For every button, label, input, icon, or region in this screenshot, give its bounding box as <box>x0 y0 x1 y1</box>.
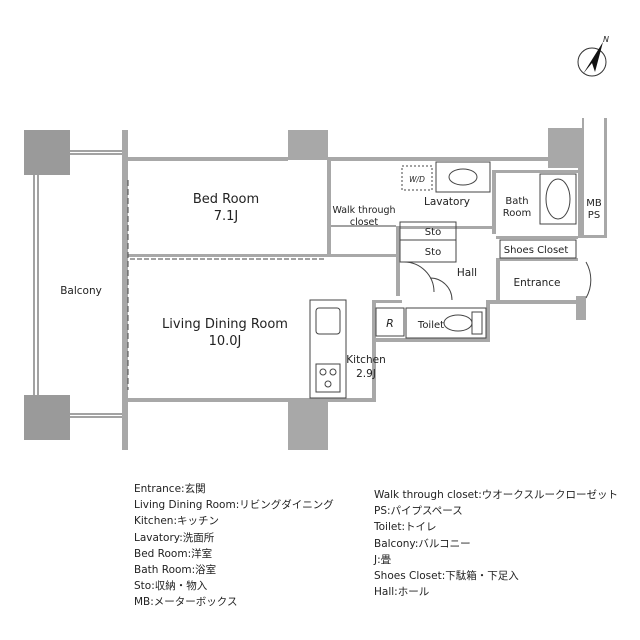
legend-right: Walk through closet:ウオークスルークローゼット PS:パイプ… <box>374 487 618 600</box>
bed-room-name: Bed Room <box>193 192 259 207</box>
legend-item: PS:パイプスペース <box>374 505 463 518</box>
wic-label-line1: Walk through <box>332 205 395 216</box>
balcony-column-top <box>24 130 70 175</box>
shoes-closet-label: Shoes Closet <box>504 245 569 256</box>
living-dining-name: Living Dining Room <box>162 317 288 332</box>
bed-room-size: 7.1J <box>214 209 239 224</box>
toilet-label: Toilet <box>417 320 444 331</box>
legend-item: Toilet:トイレ <box>374 521 437 534</box>
balcony-column-bottom <box>24 395 70 440</box>
column-bottom <box>288 398 328 450</box>
kitchen-top-wall <box>372 300 402 303</box>
kitchen-name: Kitchen <box>346 354 385 366</box>
legend-item: Hall:ホール <box>374 586 430 599</box>
wash-basin-counter <box>435 161 491 193</box>
kitchen-bottom-wall <box>328 398 376 402</box>
burner-1-icon <box>319 368 327 376</box>
burner-2-icon <box>329 368 337 376</box>
toilet-bowl-icon <box>443 314 473 332</box>
wd-box <box>401 165 433 191</box>
column-bottom-right <box>576 296 586 320</box>
sto-upper-label: Sto <box>425 227 441 238</box>
bath-room-label-line1: Bath <box>505 196 528 207</box>
toilet-right-wall <box>486 300 490 342</box>
compass-circle <box>577 47 607 77</box>
compass-north-label: N <box>603 35 609 44</box>
mbps-outline <box>582 118 584 238</box>
bathtub-outline <box>539 173 577 225</box>
balcony-area <box>24 130 126 440</box>
bath-top-wall <box>492 170 580 173</box>
room-labels: Bed Room 7.1J Walk through closet W/D La… <box>60 175 602 380</box>
kitchen-right-wall <box>372 302 376 402</box>
legend-item: Shoes Closet:下駄箱・下足入 <box>374 570 519 583</box>
bathtub-icon <box>545 178 571 220</box>
burner-3-icon <box>324 380 332 388</box>
bath-left-wall <box>492 170 496 234</box>
sto-lower-label: Sto <box>425 247 441 258</box>
balcony-label: Balcony <box>60 285 102 297</box>
legend-item: Bath Room:浴室 <box>134 564 217 577</box>
entrance-left-wall <box>496 258 500 302</box>
wic-lower-wall <box>330 254 400 257</box>
bath-room-label-line2: Room <box>503 208 531 219</box>
entrance-door-swing <box>585 261 592 299</box>
floor-plan: N <box>24 35 609 450</box>
lavatory-label: Lavatory <box>424 196 470 208</box>
facade-wall <box>122 130 128 450</box>
living-dining-size: 10.0J <box>209 334 242 349</box>
legend-item: Walk through closet:ウオークスルークローゼット <box>374 489 618 501</box>
hall-left-wall <box>396 226 400 296</box>
bath-right-wall <box>578 168 582 238</box>
legend-item: Living Dining Room:リビングダイニング <box>134 499 334 512</box>
wash-basin-icon <box>448 168 478 186</box>
refrigerator-label: R <box>386 317 394 330</box>
walls <box>122 118 607 450</box>
legend-item: Lavatory:洗面所 <box>134 531 215 544</box>
shoes-bottom-wall <box>496 258 578 261</box>
stove-icon <box>315 363 341 393</box>
lavatory-bottom-wall <box>396 226 496 229</box>
mbps-bottom <box>582 235 607 238</box>
legend-item: MB:メーターボックス <box>134 596 238 609</box>
entrance-label: Entrance <box>513 277 560 289</box>
compass: N <box>577 35 609 77</box>
partitions <box>127 161 592 399</box>
north-arrow-icon <box>583 42 603 74</box>
bed-room-right-wall <box>327 157 331 255</box>
legend-item: Kitchen:キッチン <box>134 515 219 528</box>
entrance-bottom-wall <box>488 300 576 304</box>
legend-item: J:畳 <box>374 553 392 566</box>
legend-left: Entrance:玄関 Living Dining Room:リビングダイニング… <box>134 481 334 611</box>
sink-icon <box>315 307 341 335</box>
kitchen-counter <box>309 299 347 399</box>
toilet-tank <box>471 311 483 335</box>
wic-label-line2: closet <box>350 217 378 228</box>
toilet-room-box <box>405 307 487 339</box>
legend-item: Sto:収納・物入 <box>134 580 208 593</box>
column-top-middle <box>288 130 328 160</box>
kitchen-size: 2.9J <box>356 368 376 380</box>
toilet-door-swing <box>429 277 453 301</box>
mb-label: MB <box>586 198 602 209</box>
fridge-box <box>375 307 405 337</box>
lavatory-top-wall <box>328 157 548 161</box>
bed-room-top-wall <box>128 157 288 161</box>
legend-item: Balcony:バルコニー <box>374 537 471 550</box>
shoes-top-wall <box>496 236 578 239</box>
mbps-outline-2 <box>604 118 607 238</box>
ps-label: PS <box>588 210 600 221</box>
shoes-closet-box <box>499 239 577 259</box>
bed-living-divider <box>128 254 330 257</box>
hall-label: Hall <box>457 267 477 279</box>
column-top-right <box>548 128 582 168</box>
wd-label: W/D <box>409 175 425 184</box>
legend-item: Bed Room:洋室 <box>134 547 213 560</box>
legend-item: Entrance:玄関 <box>134 483 206 495</box>
sto-lower-box <box>399 239 457 263</box>
living-bottom-wall <box>128 398 288 402</box>
hall-door-swing <box>403 261 435 293</box>
toilet-bottom-wall <box>376 338 488 342</box>
